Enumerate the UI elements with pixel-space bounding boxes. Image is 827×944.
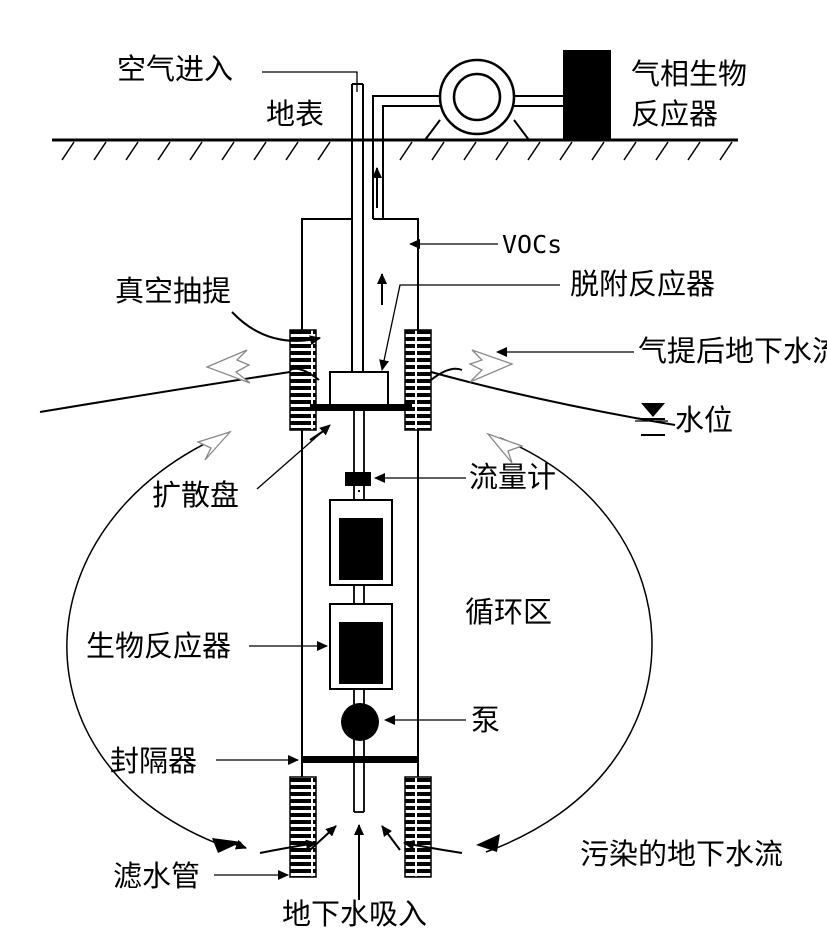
- flowmeter-block: [345, 472, 371, 486]
- label-surface: 地表: [266, 97, 325, 131]
- label-flowmeter: 流量计: [469, 460, 557, 494]
- label-desorption-reactor: 脱附反应器: [570, 267, 716, 301]
- ground-surface: [52, 138, 738, 161]
- circulation-loop-right: [485, 437, 653, 853]
- circulation-arrowhead-right: [486, 432, 524, 464]
- air-pipe: [351, 83, 364, 376]
- packer-plate: [302, 756, 419, 763]
- label-vacuum-extraction: 真空抽提: [115, 274, 232, 308]
- outflow-arrow-right: [468, 349, 514, 383]
- upper-screen-left: [289, 329, 317, 431]
- flow-arrows: [231, 167, 463, 900]
- left-inflow-arrowhead: [212, 838, 242, 853]
- label-well-screen: 滤水管: [113, 859, 201, 893]
- label-bioreactor: 生物反应器: [86, 629, 232, 663]
- blower: [424, 58, 530, 141]
- circulation-loop-left: [66, 431, 231, 844]
- bioreactor-lower: [329, 603, 393, 690]
- outflow-arrow-left: [205, 349, 251, 384]
- diffuser-plate: [310, 404, 412, 411]
- label-vocs: VOCs: [502, 230, 563, 259]
- right-inflow-arrowhead: [476, 834, 500, 852]
- pump-circle: [341, 703, 379, 741]
- gas-bioreactor-box: [563, 50, 611, 140]
- label-stripped-groundwater: 气提后地下水流: [638, 334, 827, 368]
- label-gas-bioreactor-2: 反应器: [631, 97, 719, 131]
- desorption-reactor-box: [329, 371, 389, 407]
- label-water-level: 水位: [675, 403, 734, 437]
- water-level-symbol: [641, 403, 665, 436]
- label-packer: 封隔器: [110, 744, 198, 778]
- label-pump: 泵: [471, 703, 501, 737]
- leader-lines: [214, 71, 668, 880]
- well-casing: [301, 218, 419, 870]
- label-air-inlet: 空气进入: [117, 52, 234, 86]
- gas-line: [372, 95, 563, 219]
- label-contaminated-groundwater: 污染的地下水流: [580, 837, 784, 871]
- label-gas-bioreactor-1: 气相生物: [631, 57, 748, 91]
- label-circulation-zone: 循环区: [465, 595, 553, 629]
- bioreactor-upper: [329, 499, 393, 586]
- label-diffuser: 扩散盘: [152, 478, 240, 512]
- lower-screen-right: [404, 776, 432, 878]
- label-groundwater-intake: 地下水吸入: [282, 897, 428, 931]
- lower-screen-left: [289, 776, 317, 878]
- upper-screen-right: [404, 329, 432, 431]
- circulation-arrowhead-left: [196, 430, 233, 461]
